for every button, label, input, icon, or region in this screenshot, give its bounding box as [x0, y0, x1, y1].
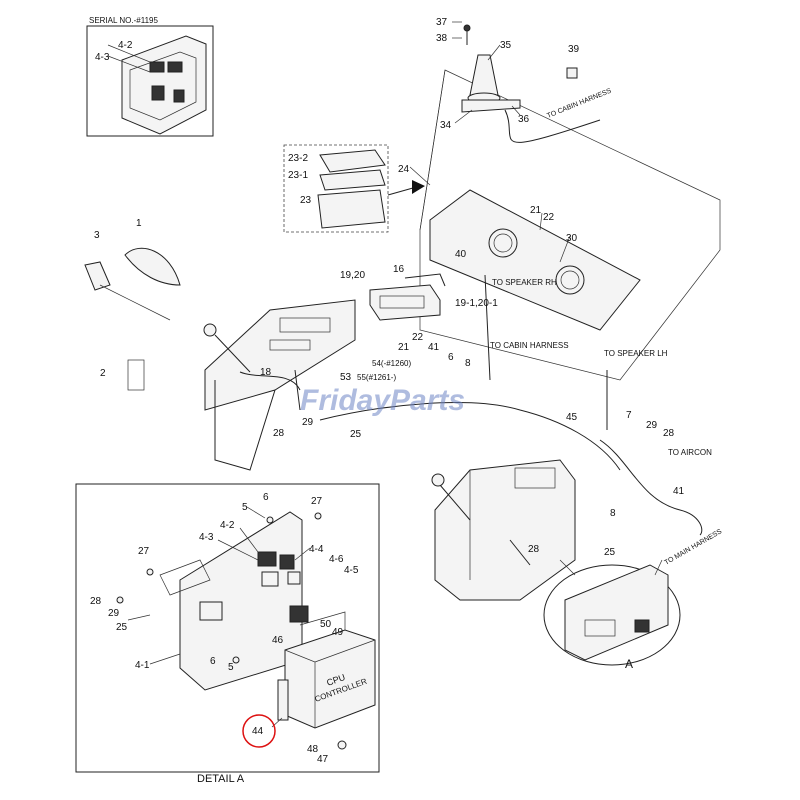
detail-label-48: 48 [307, 744, 319, 755]
detail-label-44: 44 [252, 726, 264, 737]
inset-serial-title: SERIAL NO.-#1195 [89, 16, 158, 25]
circle-detail-a: A [543, 559, 681, 671]
detail-label-4-1: 4-1 [135, 660, 150, 671]
cabin-label-25: 25 [350, 429, 362, 440]
detail-label-47: 47 [317, 754, 329, 765]
detail-label-4-4: 4-4 [309, 544, 324, 555]
circle-a-label: A [625, 657, 633, 671]
cabin-label-38: 38 [436, 33, 448, 44]
inset-serial-label-4-3: 4-3 [95, 52, 110, 63]
cabin-label-28: 28 [273, 428, 285, 439]
cabin-label-19-1-20-1: 19-1,20-1 [455, 298, 498, 309]
cabin-label-19-20: 19,20 [340, 270, 365, 281]
cabin-label-21b: 21 [398, 342, 410, 353]
detail-label-4-2: 4-2 [220, 520, 235, 531]
cabin-label-41: 41 [428, 342, 440, 353]
cabin-label-41b: 41 [673, 486, 685, 497]
cabin-label-22b: 22 [412, 332, 424, 343]
cabin-annotation-speaker-rh: TO SPEAKER RH [492, 278, 557, 287]
cabin-label-39: 39 [568, 44, 580, 55]
cabin-label-24: 24 [398, 164, 410, 175]
inset-parts-label-23-1: 23-1 [288, 170, 308, 181]
detail-label-29: 29 [108, 608, 120, 619]
detail-a-title: DETAIL A [197, 773, 245, 785]
inset-serial: SERIAL NO.-#1195 4-2 4-3 [86, 16, 214, 137]
watermark-logo: FridayParts [300, 384, 465, 417]
cabin-label-35: 35 [500, 40, 512, 51]
cabin-label-28c: 28 [528, 544, 540, 555]
detail-label-25: 25 [116, 622, 128, 633]
inset-serial-label-4-2: 4-2 [118, 40, 133, 51]
detail-label-4-6: 4-6 [329, 554, 344, 565]
detail-label-27b: 27 [138, 546, 150, 557]
cabin-label-1: 1 [136, 218, 142, 229]
cabin-label-37: 37 [436, 17, 448, 28]
cabin-label-36: 36 [518, 114, 530, 125]
cabin-label-28b: 28 [663, 428, 675, 439]
cabin-label-34: 34 [440, 120, 452, 131]
detail-a: DETAIL A CPU CONTROLLER 5 [75, 483, 380, 785]
cabin-label-53: 53 [340, 372, 352, 383]
cabin-label-3: 3 [94, 230, 100, 241]
cabin-annotation-aircon: TO AIRCON [668, 448, 712, 457]
cabin-label-8b: 8 [610, 508, 616, 519]
cabin-annotation-cabin-harness-2: TO CABIN HARNESS [490, 341, 569, 350]
detail-label-4-5: 4-5 [344, 565, 359, 576]
cabin-label-22: 22 [543, 212, 555, 223]
cabin-label-8: 8 [465, 358, 471, 369]
inset-parts: 23-2 23-1 23 [283, 144, 425, 233]
cabin-label-2: 2 [100, 368, 106, 379]
detail-label-5b: 5 [228, 662, 234, 673]
detail-label-6: 6 [263, 492, 269, 503]
detail-label-50: 50 [320, 619, 332, 630]
cabin-label-6: 6 [448, 352, 454, 363]
cabin-label-54: 54(-#1260) [372, 359, 411, 368]
cabin-label-25b: 25 [604, 547, 616, 558]
cabin-label-29b: 29 [646, 420, 658, 431]
cabin-label-45: 45 [566, 412, 578, 423]
cabin-label-21: 21 [530, 205, 542, 216]
cabin-label-40: 40 [455, 249, 467, 260]
detail-label-49: 49 [332, 627, 344, 638]
cabin-assembly: 37 38 35 39 34 36 24 21 22 30 40 16 19,2… [84, 17, 724, 601]
cabin-label-29: 29 [302, 417, 314, 428]
detail-label-5: 5 [242, 502, 248, 513]
detail-label-28: 28 [90, 596, 102, 607]
cabin-annotation-cabin-harness: TO CABIN HARNESS [546, 87, 613, 119]
inset-parts-label-23-2: 23-2 [288, 153, 308, 164]
cabin-annotation-speaker-lh: TO SPEAKER LH [604, 349, 668, 358]
highlight-circle [242, 714, 276, 748]
detail-label-46: 46 [272, 635, 284, 646]
detail-label-6b: 6 [210, 656, 216, 667]
cabin-label-55: 55(#1261-) [357, 373, 396, 382]
cabin-label-30: 30 [566, 233, 578, 244]
cabin-label-7: 7 [626, 410, 632, 421]
cabin-annotation-main-harness: TO MAIN HARNESS [664, 528, 724, 567]
inset-parts-label-23: 23 [300, 195, 312, 206]
detail-label-4-3: 4-3 [199, 532, 214, 543]
detail-label-27: 27 [311, 496, 323, 507]
cabin-label-18: 18 [260, 367, 272, 378]
cabin-label-16: 16 [393, 264, 405, 275]
